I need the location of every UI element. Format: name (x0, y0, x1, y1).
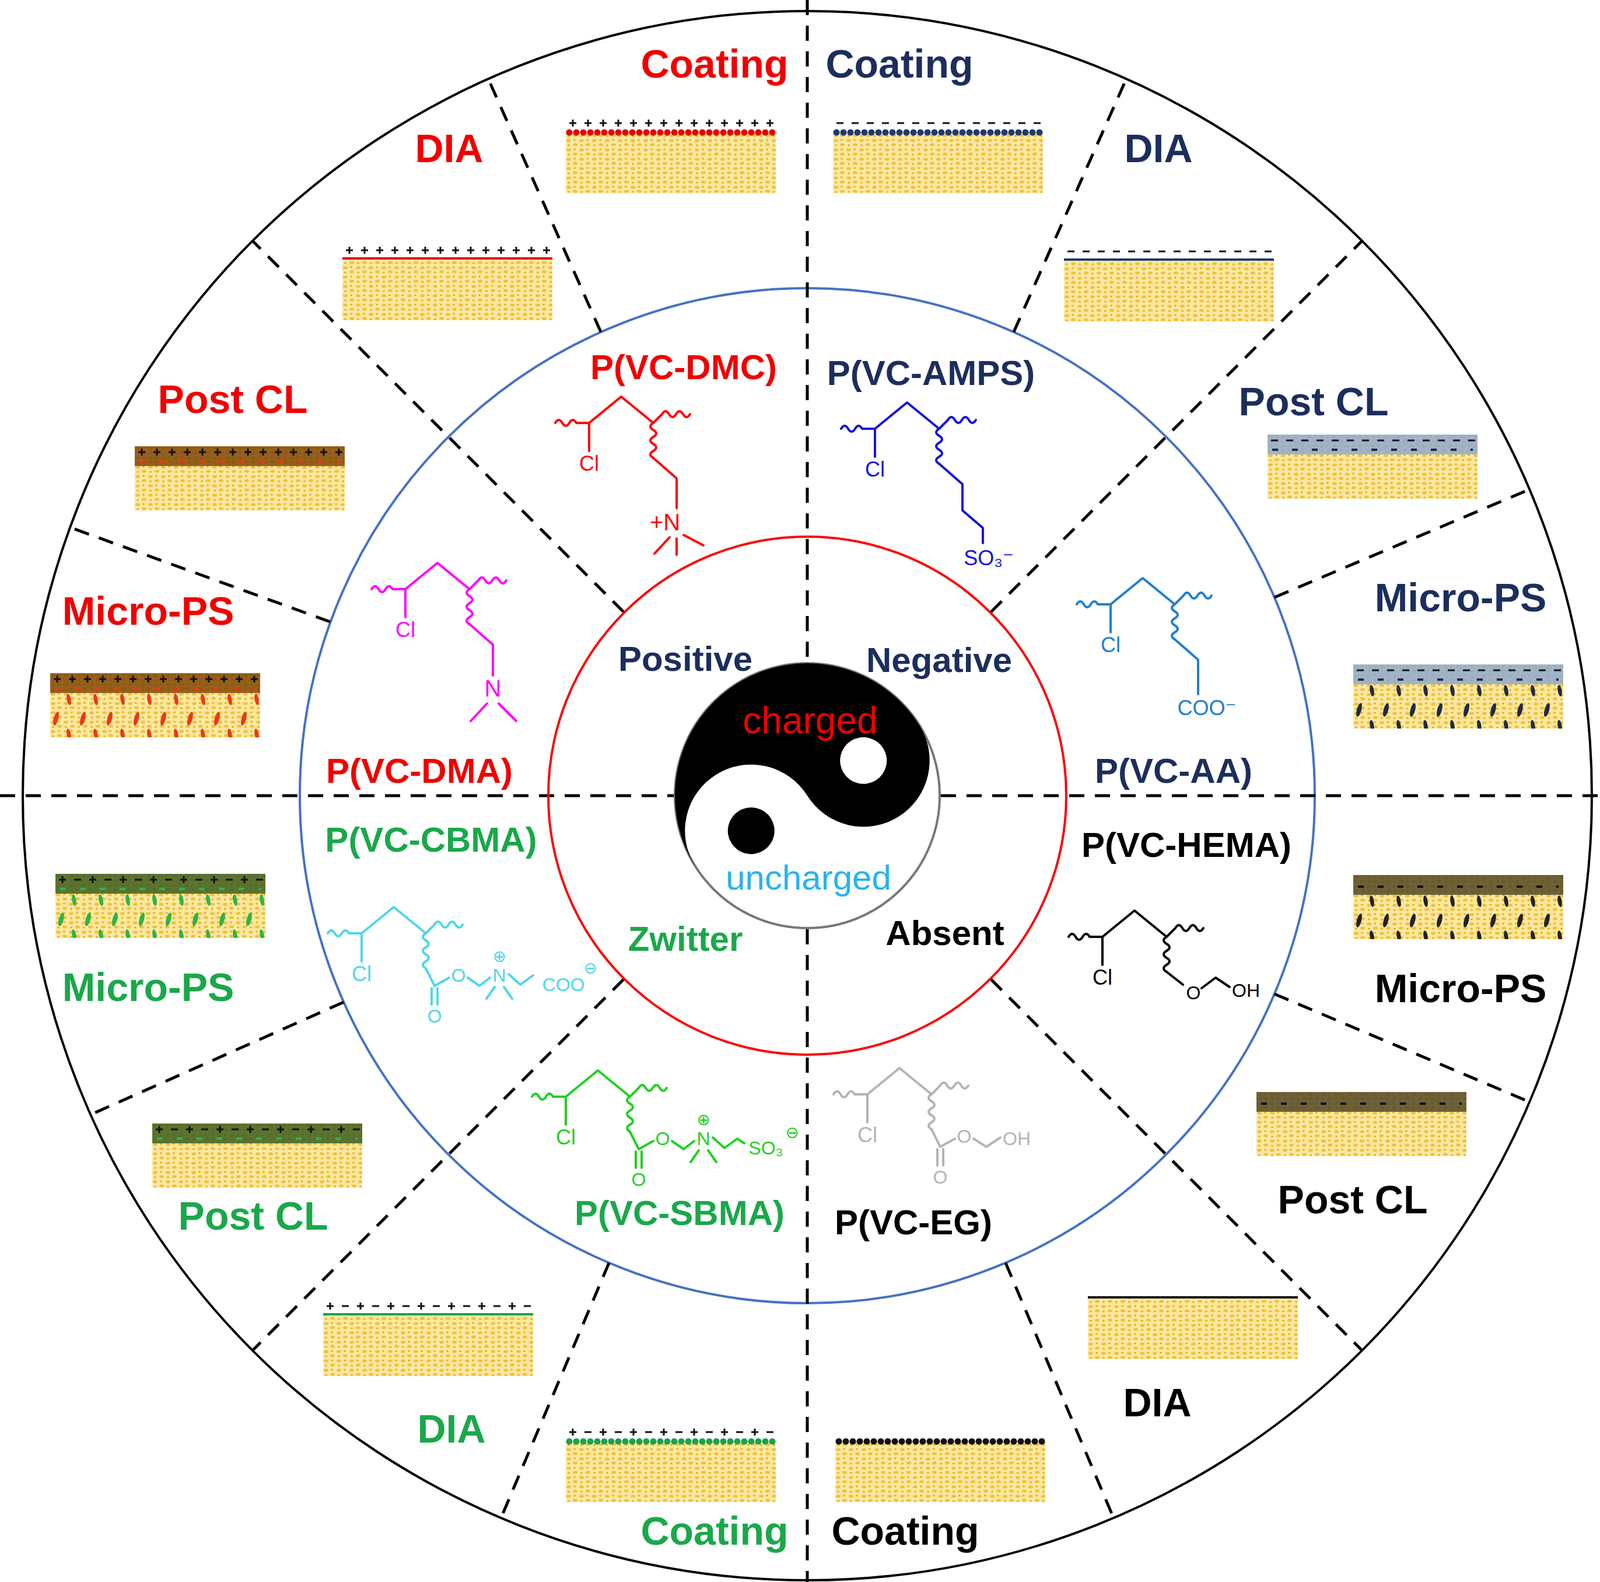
structure-dmc (555, 396, 704, 555)
polymer-name: P(VC-HEMA) (1081, 827, 1292, 863)
atom-label: Cl (395, 619, 416, 641)
coating-sketch (832, 117, 1043, 194)
atom-label: COO⁻ (1177, 697, 1237, 719)
method-label: Coating (831, 1510, 979, 1551)
atom-label: O (451, 965, 467, 985)
atom-label: SO₃ (748, 1138, 783, 1158)
method-label: Micro-PS (1374, 577, 1547, 618)
atom-label: Cl (579, 453, 600, 475)
atom-label: Cl (351, 963, 372, 985)
atom-label: ⊕ (492, 948, 506, 965)
postcl-sketch (1256, 1091, 1467, 1157)
postcl-sketch (1267, 434, 1478, 499)
method-label: Micro-PS (62, 967, 235, 1007)
method-label: Coating (640, 43, 789, 84)
charge-label: Zwitter (628, 921, 744, 957)
polymer-name: P(VC-DMC) (590, 349, 777, 385)
postcl-sketch (152, 1123, 363, 1188)
atom-label: O (1186, 983, 1202, 1003)
coating-sketch (835, 1441, 1046, 1503)
atom-label: O (933, 1167, 948, 1187)
method-label: DIA (417, 1408, 486, 1449)
atom-label: Cl (555, 1126, 576, 1148)
polymer-name: P(VC-DMA) (326, 753, 513, 789)
atom-label: N (492, 965, 506, 985)
polymer-name: P(VC-AA) (1094, 753, 1253, 789)
membrane-sketches (50, 117, 1564, 1503)
atom-label: COO (542, 975, 586, 994)
microps-sketch (1353, 874, 1564, 940)
structure-cbma (327, 907, 534, 1005)
charge-ring: Positive NegativeZwitter Absent charged unch… (547, 535, 1068, 1056)
microps-sketch (1353, 664, 1564, 729)
atom-label: ⊖ (583, 960, 597, 977)
coating-sketch (565, 1426, 776, 1503)
charge-label: Positive (618, 641, 753, 677)
structure-eg (833, 1068, 1001, 1166)
method-label: Post CL (158, 379, 308, 419)
atom-label: +N (649, 510, 681, 534)
structure-aa (1076, 578, 1212, 695)
yang-label: uncharged (725, 860, 892, 896)
atom-label: N (696, 1129, 710, 1148)
atom-label: Cl (857, 1124, 878, 1146)
yin-label: charged (742, 701, 878, 740)
method-label: Coating (825, 43, 973, 84)
atom-label: O (631, 1170, 647, 1189)
method-label: DIA (414, 128, 483, 168)
polymer-name: P(VC-CBMA) (324, 822, 537, 858)
atom-label: N (484, 676, 502, 700)
atom-label: OH (1231, 981, 1260, 1000)
polymer-name: P(VC-SBMA) (574, 1195, 785, 1231)
dia-sketch (1063, 245, 1274, 322)
atom-label: SO₃⁻ (963, 547, 1014, 569)
atom-label: OH (1002, 1129, 1031, 1148)
yin-yang: charged uncharged (673, 662, 941, 930)
polymer-name: P(VC-AMPS) (827, 355, 1036, 391)
structure-amps (841, 402, 983, 544)
method-label: DIA (1124, 128, 1193, 168)
atom-label: Cl (1092, 967, 1113, 989)
structure-hema (1068, 910, 1230, 989)
method-label: Micro-PS (62, 590, 235, 631)
microps-sketch (55, 873, 266, 938)
structure-sbma (531, 1070, 745, 1168)
atom-label: ⊖ (785, 1124, 799, 1141)
atom-label: O (655, 1129, 671, 1148)
dia-sketch (323, 1300, 534, 1377)
atom-label: Cl (865, 459, 885, 481)
microps-sketch (50, 673, 261, 738)
method-label: Post CL (178, 1195, 329, 1236)
charge-label: Negative (866, 642, 1013, 678)
polymer-name: P(VC-EG) (834, 1205, 993, 1241)
method-label: Post CL (1278, 1179, 1428, 1220)
method-label: Coating (640, 1510, 789, 1551)
atom-label: ⊕ (696, 1111, 710, 1129)
dia-sketch (342, 244, 553, 321)
method-label: Micro-PS (1374, 968, 1547, 1008)
method-label: Post CL (1238, 381, 1389, 422)
atom-label: O (957, 1126, 972, 1146)
atom-label: Cl (1100, 634, 1121, 656)
dia-sketch (1087, 1297, 1298, 1360)
postcl-sketch (134, 446, 345, 511)
coating-sketch (565, 117, 776, 194)
method-label: DIA (1122, 1382, 1192, 1423)
charge-label: Absent (885, 915, 1004, 951)
atom-label: O (427, 1006, 443, 1026)
structure-dma (371, 562, 517, 721)
